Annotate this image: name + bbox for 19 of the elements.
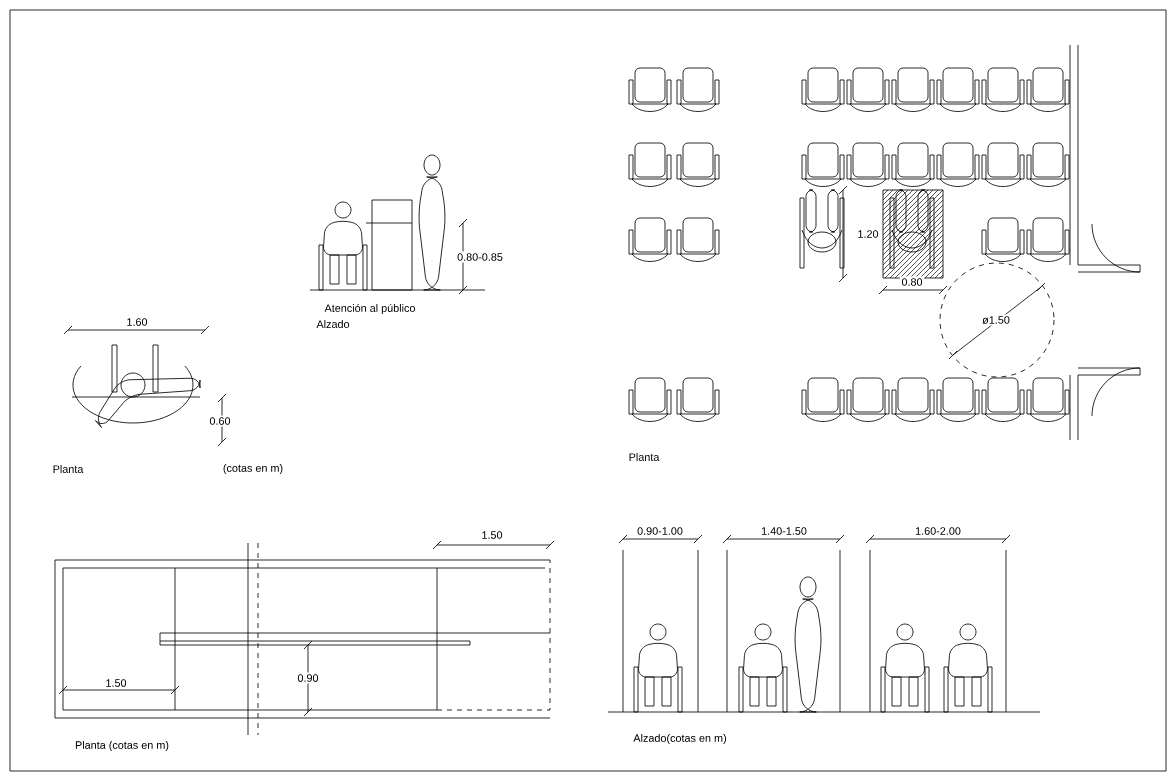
dimension-label: 1.50 bbox=[479, 529, 505, 541]
dimension-label: 0.80-0.85 bbox=[455, 251, 505, 263]
dimension-label: 0.90-1.00 bbox=[635, 525, 685, 537]
dimension-label: 0.90 bbox=[295, 672, 321, 684]
dimension-label: 1.60 bbox=[124, 316, 150, 328]
view-label: Planta bbox=[629, 453, 660, 461]
dimension-label: 1.60-2.00 bbox=[913, 525, 963, 537]
dimension-label: 0.80 bbox=[899, 276, 925, 288]
view-label: Alzado bbox=[316, 320, 350, 328]
view-label: Planta bbox=[53, 465, 84, 473]
view-label: Atención al público bbox=[324, 303, 415, 315]
note-label: (cotas en m) bbox=[223, 463, 283, 475]
view-label: Alzado(cotas en m) bbox=[633, 733, 726, 745]
view-label: Planta (cotas en m) bbox=[75, 740, 169, 752]
dimension-label: ø1.50 bbox=[980, 314, 1012, 326]
dimension-label: 0.60 bbox=[207, 415, 233, 427]
dimension-label: 1.40-1.50 bbox=[759, 525, 809, 537]
dimension-label: 1.20 bbox=[855, 228, 881, 240]
dimension-label: 1.50 bbox=[103, 677, 129, 689]
